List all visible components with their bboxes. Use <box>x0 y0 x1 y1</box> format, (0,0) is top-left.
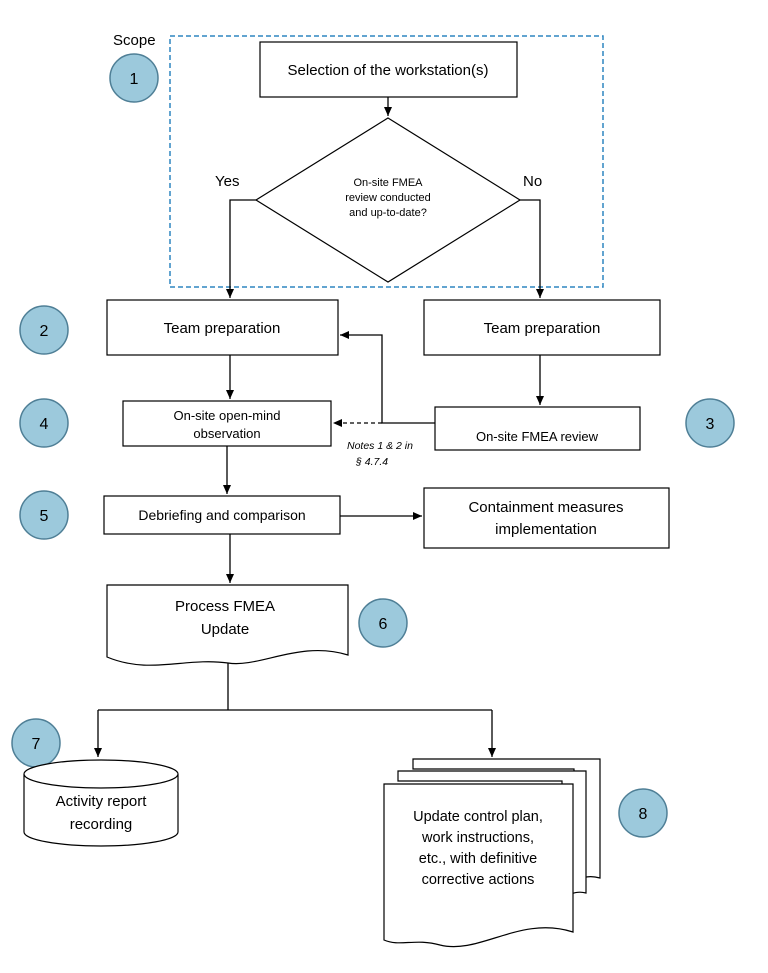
step-circle-1: 1 <box>109 53 159 103</box>
process-fmea-line-1: Process FMEA <box>175 598 275 615</box>
team-prep-left-text: Team preparation <box>164 320 281 337</box>
team-prep-right-text: Team preparation <box>484 320 601 337</box>
decision-line-3: and up-to-date? <box>349 207 427 219</box>
no-label: No <box>523 173 542 190</box>
observation-line-2: observation <box>193 426 260 441</box>
fmea-review-box <box>434 406 641 451</box>
step-circle-2: 2 <box>19 305 69 355</box>
team-prep-left-box <box>106 299 339 356</box>
update-control-line-1: Update control plan, <box>413 809 543 825</box>
activity-report-line-1: Activity report <box>56 793 148 810</box>
step-number: 8 <box>639 806 648 823</box>
notes-line-2: § 4.7.4 <box>355 456 388 468</box>
yes-label: Yes <box>215 173 239 190</box>
update-control-line-2: work instructions, <box>421 830 534 846</box>
observation-line-1: On-site open-mind <box>174 408 281 423</box>
debriefing-text: Debriefing and comparison <box>138 507 305 523</box>
activity-report-cylinder <box>23 759 179 847</box>
process-fmea-line-2: Update <box>201 621 249 638</box>
selection-box <box>259 41 518 98</box>
decision-line-2: review conducted <box>345 192 431 204</box>
step-number: 7 <box>32 736 41 753</box>
decision-diamond <box>254 117 522 283</box>
decision-line-1: On-site FMEA <box>353 177 423 189</box>
containment-box <box>423 487 670 549</box>
step-number: 1 <box>130 71 139 88</box>
step-circle-3: 3 <box>685 398 735 448</box>
containment-line-1: Containment measures <box>468 499 623 516</box>
step-number: 3 <box>706 416 715 433</box>
step-circle-7: 7 <box>11 718 61 768</box>
selection-text: Selection of the workstation(s) <box>288 62 489 79</box>
notes-line-1: Notes 1 & 2 in <box>347 440 413 452</box>
containment-line-2: implementation <box>495 521 597 538</box>
step-circle-5: 5 <box>19 490 69 540</box>
step-circle-6: 6 <box>358 598 408 648</box>
step-circle-8: 8 <box>618 788 668 838</box>
step-number: 5 <box>40 508 49 525</box>
observation-box <box>122 400 332 447</box>
scope-boundary <box>169 35 604 288</box>
step-number: 2 <box>40 323 49 340</box>
step-number: 6 <box>379 616 388 633</box>
debriefing-box <box>103 495 341 535</box>
step-number: 4 <box>40 416 49 433</box>
step-circle-4: 4 <box>19 398 69 448</box>
update-control-line-3: etc., with definitive <box>419 851 537 867</box>
update-control-line-4: corrective actions <box>422 872 535 888</box>
fmea-review-text: On-site FMEA review <box>476 429 599 444</box>
team-prep-right-box <box>423 299 661 356</box>
update-control-documents <box>383 758 601 948</box>
activity-report-line-2: recording <box>70 816 133 833</box>
scope-label: Scope <box>113 32 156 49</box>
